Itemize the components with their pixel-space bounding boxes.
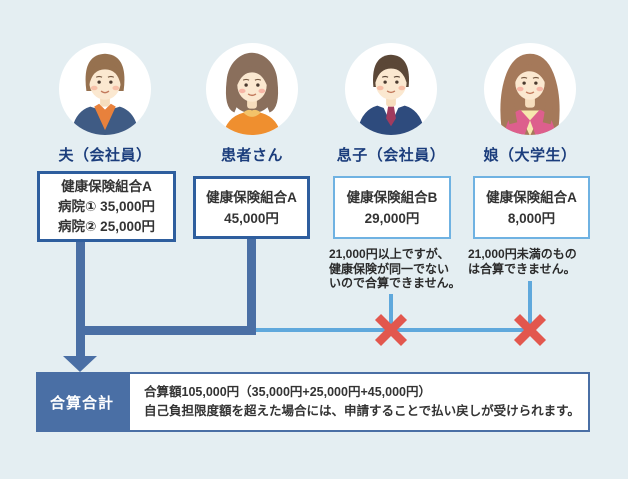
daughter-connector-line xyxy=(528,281,532,328)
daughter-name-label: 娘（大学生） xyxy=(483,147,577,164)
daughter-insurance-box: 健康保険組合A 8,000円 xyxy=(473,176,590,239)
husband-name-label: 夫（会社員） xyxy=(58,147,152,164)
patient-connector-line xyxy=(247,239,256,335)
son-insurance-box: 健康保険組合B 29,000円 xyxy=(333,176,451,239)
daughter-avatar-icon xyxy=(483,42,577,136)
summary-refund-line: 自己負担限度額を超えた場合には、申請することで払い戻しが受けられます。 xyxy=(144,404,580,418)
son-cannot-combine-x-icon xyxy=(374,313,408,347)
son-name-label: 息子（会社員） xyxy=(336,147,446,164)
patient-name-label: 患者さん xyxy=(220,147,283,164)
summary-total-label: 合算合計 xyxy=(36,372,128,432)
patient-insurance-box: 健康保険組合A 45,000円 xyxy=(193,176,310,239)
summary-text-box: 合算額105,000円（35,000円+25,000円+45,000円） 自己負… xyxy=(128,372,590,432)
summary-arrow-head-icon xyxy=(63,356,97,372)
son-connector-line xyxy=(389,294,393,328)
son-cannot-combine-note: 21,000円以上ですが、 健康保険が同一でない いので合算できません。 xyxy=(329,247,461,290)
patient-avatar-icon xyxy=(205,42,299,136)
summary-arrow-shaft xyxy=(76,331,85,356)
husband-insurance-box: 健康保険組合A 病院① 35,000円 病院② 25,000円 xyxy=(37,171,176,242)
daughter-cannot-combine-x-icon xyxy=(513,313,547,347)
daughter-cannot-combine-note: 21,000円未満のもの は合算できません。 xyxy=(468,247,577,276)
husband-connector-line xyxy=(76,242,85,331)
husband-avatar-icon xyxy=(58,42,152,136)
combined-connector-line xyxy=(76,326,256,335)
son-avatar-icon xyxy=(344,42,438,136)
summary-amount-line: 合算額105,000円（35,000円+25,000円+45,000円） xyxy=(144,385,431,399)
